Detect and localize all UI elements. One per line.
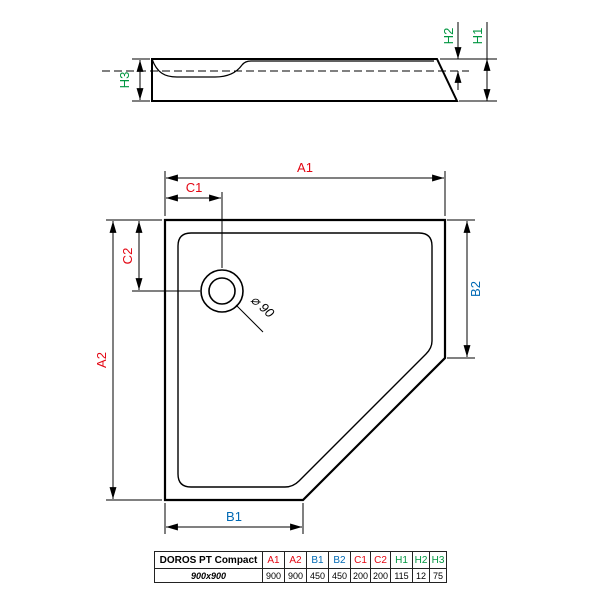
dim-label-b2: B2 [468,281,483,297]
col-header-a2: A2 [284,551,307,569]
table-header-row: DOROS PT Compact A1 A2 B1 B2 C1 C2 H1 H2… [154,551,447,569]
col-header-h2: H2 [412,551,430,569]
value-c1: 200 [350,568,371,583]
dim-a1 [164,171,446,216]
dim-c2 [106,219,200,292]
dim-c1 [166,192,223,268]
value-b1: 450 [306,568,329,583]
dim-label-a1: A1 [297,160,313,175]
col-header-b1: B1 [306,551,329,569]
value-a1: 900 [262,568,285,583]
dim-h1 [459,22,497,102]
col-header-h1: H1 [390,551,413,569]
value-h2: 12 [412,568,430,583]
dimensions-table: DOROS PT Compact A1 A2 B1 B2 C1 C2 H1 H2… [154,551,447,583]
value-h1: 115 [390,568,413,583]
dim-label-c2: C2 [120,248,135,265]
value-c2: 200 [370,568,391,583]
dim-b1 [164,503,304,534]
dim-label-h2: H2 [441,28,456,45]
value-h3: 75 [429,568,447,583]
table-value-row: 900x900 900 900 450 450 200 200 115 12 7… [154,568,447,583]
dim-label-a2: A2 [94,352,109,368]
col-header-c1: C1 [350,551,371,569]
tray-outline [163,218,447,502]
dim-label-b1: B1 [226,509,242,524]
drain-outer-circle [200,269,244,313]
drain-inner-circle [208,277,236,305]
col-header-c2: C2 [370,551,391,569]
dim-label-c1: C1 [186,180,203,195]
col-header-h3: H3 [429,551,447,569]
value-a2: 900 [284,568,307,583]
side-view-outline [151,58,459,102]
dim-label-h3: H3 [117,72,132,89]
dim-label-h1: H1 [470,28,485,45]
col-header-a1: A1 [262,551,285,569]
plan-view [163,218,447,502]
product-name: DOROS PT Compact [154,551,263,569]
dim-h3 [132,58,150,102]
tray-inner-outline [177,232,433,488]
drain-diameter-label: ⌀ 90 [248,292,278,321]
side-view [102,58,469,102]
col-header-b2: B2 [328,551,351,569]
size-cell: 900x900 [154,568,263,583]
dim-a2 [106,221,162,501]
value-b2: 450 [328,568,351,583]
side-view-basin-contour [151,58,434,78]
drain-leader-line [235,304,264,333]
dim-b2 [447,219,475,359]
